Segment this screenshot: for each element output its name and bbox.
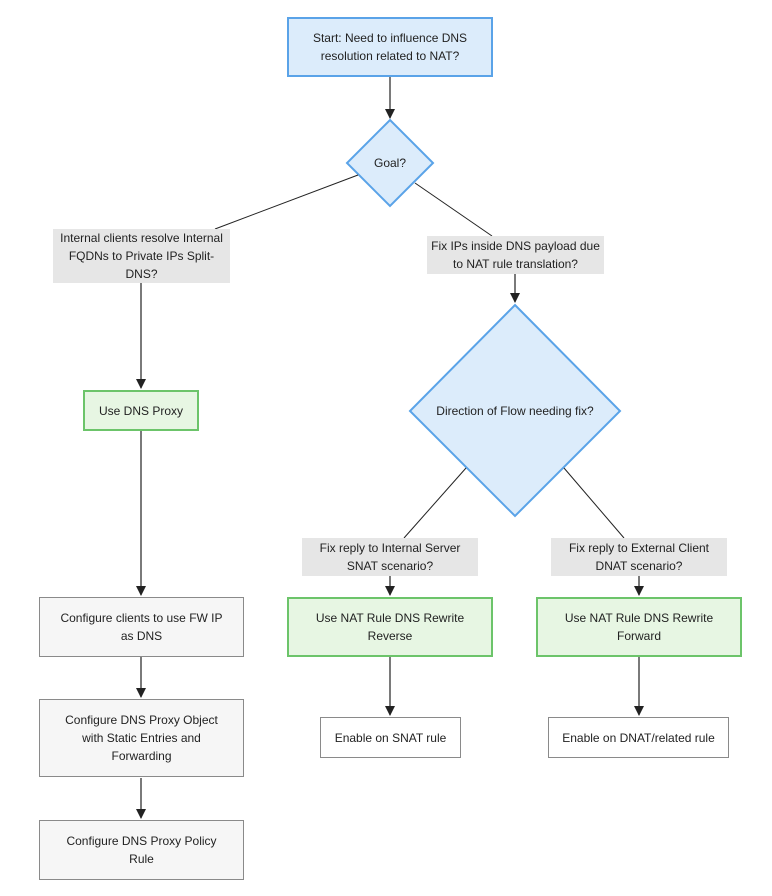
configure-policy-node: Configure DNS Proxy Policy Rule — [39, 820, 244, 880]
configure-clients-node: Configure clients to use FW IP as DNS — [39, 597, 244, 657]
edge-direction-snat — [403, 467, 467, 539]
edge-label-fix-dnat: Fix reply to External Client DNAT scenar… — [551, 538, 727, 576]
goal-diamond — [345, 118, 435, 208]
direction-diamond — [408, 303, 622, 518]
configure-object-node: Configure DNS Proxy Object with Static E… — [39, 699, 244, 777]
edge-goal-payload — [414, 182, 493, 237]
direction-text: Direction of Flow needing fix? — [436, 404, 594, 418]
edge-label-fix-snat: Fix reply to Internal Server SNAT scenar… — [302, 538, 478, 576]
edge-direction-dnat — [563, 467, 625, 539]
rewrite-forward-node: Use NAT Rule DNS Rewrite Forward — [536, 597, 742, 657]
rewrite-reverse-node: Use NAT Rule DNS Rewrite Reverse — [287, 597, 493, 657]
goal-text: Goal? — [373, 156, 407, 170]
start-node: Start: Need to influence DNS resolution … — [287, 17, 493, 77]
use-dns-proxy-node: Use DNS Proxy — [83, 390, 199, 431]
edge-label-split-dns: Internal clients resolve Internal FQDNs … — [53, 229, 230, 283]
enable-snat-node: Enable on SNAT rule — [320, 717, 461, 758]
edge-label-fix-payload: Fix IPs inside DNS payload due to NAT ru… — [427, 236, 604, 274]
edge-goal-splitdns — [214, 174, 359, 230]
enable-dnat-node: Enable on DNAT/related rule — [548, 717, 729, 758]
